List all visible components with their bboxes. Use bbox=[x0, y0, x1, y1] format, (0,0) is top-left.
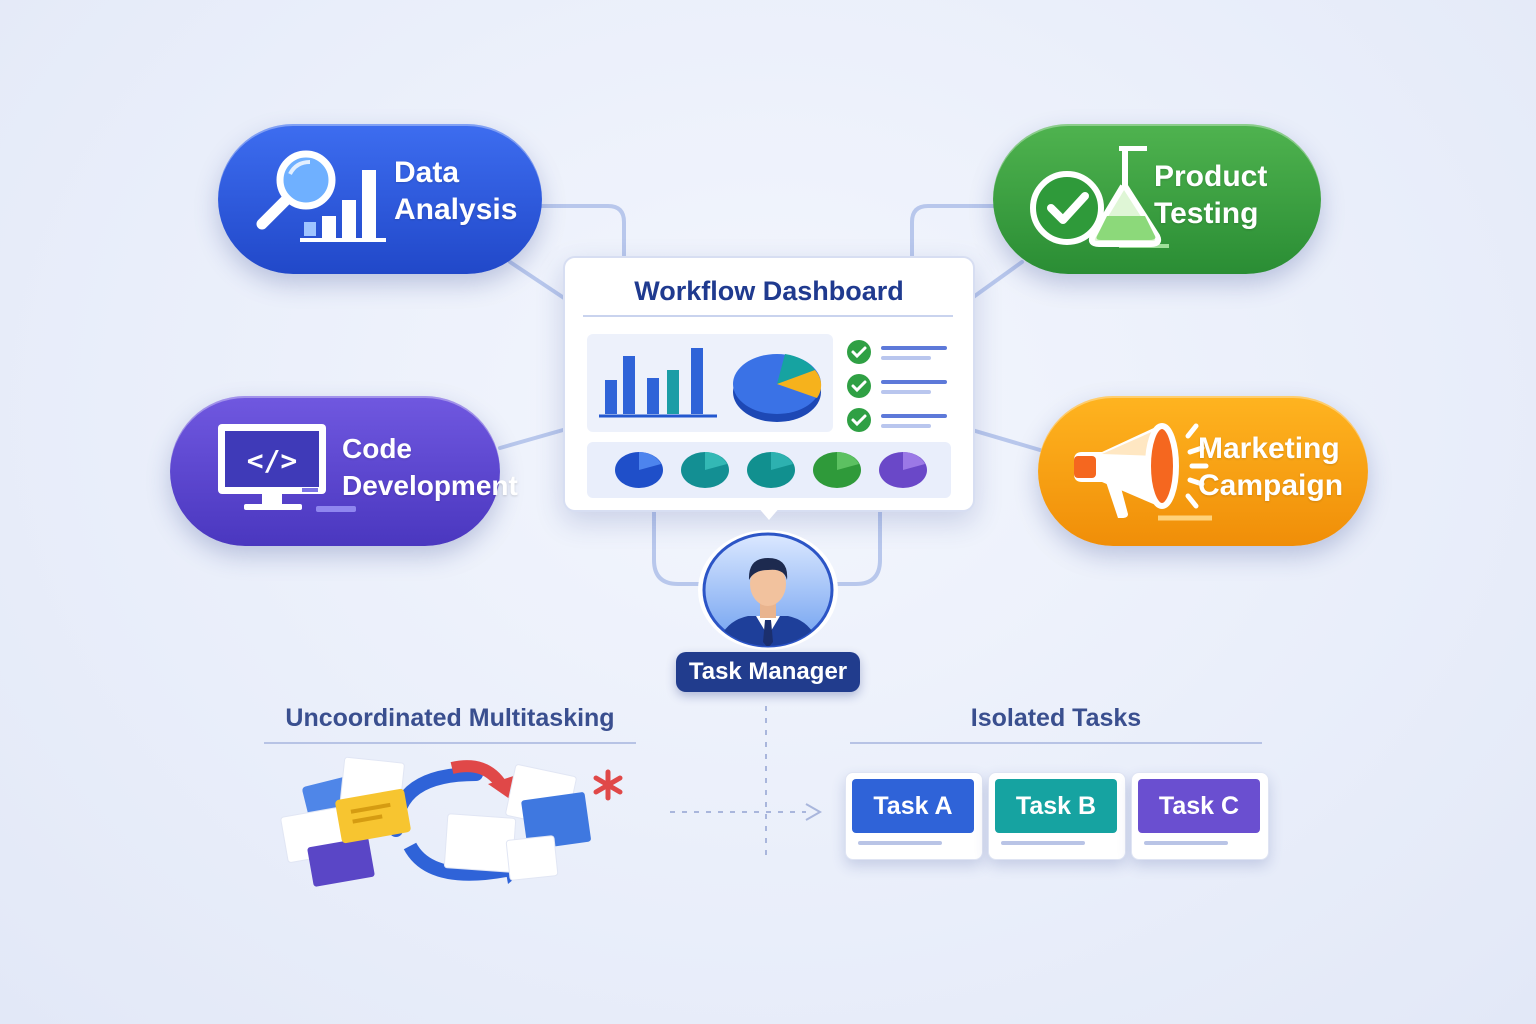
data-analysis-node[interactable]: Data Analysis bbox=[218, 124, 542, 274]
task-card-b[interactable]: Task B bbox=[988, 772, 1126, 860]
task-b-line bbox=[1001, 841, 1085, 845]
task-c-button[interactable]: Task C bbox=[1138, 779, 1260, 833]
task-card-a[interactable]: Task A bbox=[845, 772, 983, 860]
task-card-c[interactable]: Task C bbox=[1131, 772, 1269, 860]
uncoordinated-multitasking-title: Uncoordinated Multitasking bbox=[285, 704, 615, 732]
uncoordinated-divider bbox=[264, 742, 636, 744]
status-dots-icon bbox=[615, 452, 927, 488]
dashboard-title: Workflow Dashboard bbox=[634, 276, 904, 306]
task-manager-badge[interactable]: Task Manager bbox=[676, 652, 860, 692]
product-testing-node[interactable]: Product Testing bbox=[993, 124, 1321, 274]
task-a-button[interactable]: Task A bbox=[852, 779, 974, 833]
task-a-line bbox=[858, 841, 942, 845]
code-development-node[interactable]: </> Code Development bbox=[170, 396, 518, 546]
task-c-line bbox=[1144, 841, 1228, 845]
marketing-campaign-node[interactable]: Marketing Campaign bbox=[1038, 396, 1368, 546]
code-development-label: Code Development bbox=[342, 433, 518, 501]
magnifier-bar-chart-icon bbox=[256, 150, 386, 242]
monitor-code-icon: </> bbox=[218, 424, 356, 512]
isolated-tasks-title: Isolated Tasks bbox=[970, 704, 1142, 732]
flask-check-icon bbox=[1030, 146, 1169, 248]
svg-text:</>: </> bbox=[247, 444, 298, 477]
isolated-divider bbox=[850, 742, 1262, 744]
bar-chart-icon bbox=[599, 348, 717, 418]
dashboard-pointer bbox=[757, 506, 781, 520]
dashboard-chart-panel bbox=[587, 334, 833, 432]
product-testing-label: Product Testing bbox=[1154, 160, 1268, 230]
pie-chart-icon bbox=[733, 354, 822, 422]
dashboard-divider bbox=[583, 315, 953, 317]
person-avatar-icon[interactable] bbox=[696, 530, 840, 650]
workflow-dashboard[interactable]: Workflow Dashboard bbox=[563, 256, 975, 520]
megaphone-icon bbox=[1074, 423, 1212, 521]
data-analysis-label: Data Analysis bbox=[394, 156, 518, 226]
checklist-icon bbox=[847, 340, 947, 432]
task-b-button[interactable]: Task B bbox=[995, 779, 1117, 833]
marketing-campaign-label: Marketing Campaign bbox=[1198, 432, 1344, 502]
scattered-papers-cycle-icon bbox=[280, 756, 623, 887]
dashboard-status-row bbox=[587, 442, 951, 498]
